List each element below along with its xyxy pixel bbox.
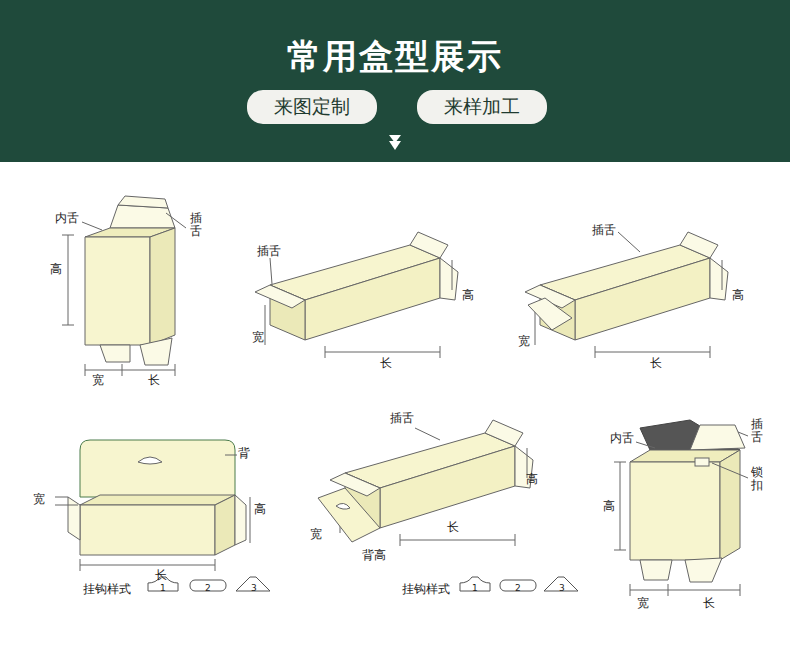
- dimension-label: 背高: [362, 548, 386, 562]
- dimension-label: 高: [462, 288, 474, 302]
- tag-pill: 来样加工: [417, 90, 547, 124]
- hook-number: 1: [160, 583, 166, 594]
- dimension-label: 高: [526, 472, 538, 486]
- dimension-label: 高: [603, 499, 615, 513]
- hook-number: 3: [559, 583, 565, 594]
- dimension-label: 内舌: [55, 211, 79, 225]
- dimension-label: 插舌: [190, 212, 202, 238]
- dimension-label: 宽: [92, 373, 104, 387]
- dimension-label: 高: [50, 262, 62, 276]
- dimension-label: 插舌: [751, 418, 763, 444]
- dimension-label: 宽: [637, 596, 649, 610]
- dimension-label: 长: [447, 520, 459, 534]
- hook-number: 1: [472, 583, 478, 594]
- dimension-label: 长: [148, 373, 160, 387]
- dimension-label: 高: [254, 502, 266, 516]
- dimension-label: 背: [238, 446, 250, 460]
- hook-number: 2: [205, 583, 211, 594]
- dimension-label: 插舌: [390, 411, 414, 425]
- dimension-label: 宽: [310, 527, 322, 541]
- dimension-label: 长: [380, 356, 392, 370]
- page-title: 常用盒型展示: [287, 34, 503, 80]
- dimension-label: 长: [703, 596, 715, 610]
- dimension-label: 长: [155, 568, 167, 582]
- dimension-label: 宽: [252, 330, 264, 344]
- hook-number: 3: [251, 583, 257, 594]
- dimension-label: 宽: [518, 334, 530, 348]
- dimension-label: 长: [650, 356, 662, 370]
- dimension-label: 插舌: [592, 223, 616, 237]
- dimension-label: 锁扣: [751, 466, 763, 492]
- dimension-label: 内舌: [610, 431, 634, 445]
- dimension-label: 挂钩样式: [83, 582, 131, 596]
- dimension-label: 挂钩样式: [402, 582, 450, 596]
- dimension-label: 插舌: [257, 244, 281, 258]
- tag-pill: 来图定制: [247, 90, 377, 124]
- pill-text: 来图定制: [274, 94, 350, 120]
- dimension-label: 高: [732, 288, 744, 302]
- hook-number: 2: [515, 583, 521, 594]
- dimension-label: 宽: [33, 492, 45, 506]
- pill-text: 来样加工: [444, 94, 520, 120]
